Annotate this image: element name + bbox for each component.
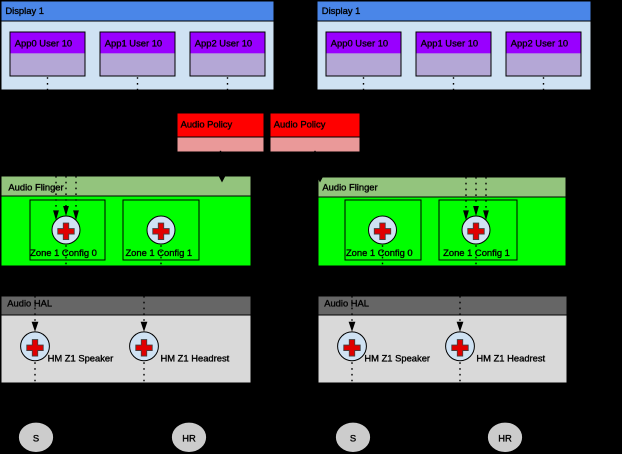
svg-text:App0 User 10: App0 User 10: [15, 37, 72, 48]
svg-text:HM Z1 Headrest: HM Z1 Headrest: [476, 353, 545, 364]
svg-text:HM Z1 Speaker: HM Z1 Speaker: [48, 353, 114, 364]
svg-text:HM Z1 Headrest: HM Z1 Headrest: [161, 353, 230, 364]
svg-text:Audio HAL: Audio HAL: [324, 298, 369, 309]
svg-text:App1 User 10: App1 User 10: [421, 37, 478, 48]
svg-text:Zone 1 Config 1: Zone 1 Config 1: [125, 247, 192, 258]
svg-text:Audio HAL: Audio HAL: [7, 298, 52, 309]
svg-text:Audio Flinger: Audio Flinger: [322, 182, 377, 193]
svg-text:App1 User 10: App1 User 10: [105, 37, 162, 48]
svg-text:Audio Flinger: Audio Flinger: [8, 182, 63, 193]
svg-text:Zone 1 Config 0: Zone 1 Config 0: [346, 247, 413, 258]
svg-text:HR: HR: [182, 432, 196, 443]
svg-text:Display 1: Display 1: [322, 5, 361, 16]
svg-text:S: S: [33, 432, 39, 443]
svg-text:Display 1: Display 1: [5, 5, 44, 16]
svg-text:HR: HR: [498, 432, 512, 443]
svg-text:HM Z1 Speaker: HM Z1 Speaker: [364, 353, 430, 364]
svg-text:Audio Policy: Audio Policy: [274, 119, 326, 130]
svg-text:S: S: [350, 432, 356, 443]
svg-text:Audio Policy: Audio Policy: [181, 119, 233, 130]
svg-text:App0 User 10: App0 User 10: [331, 37, 388, 48]
svg-text:App2 User 10: App2 User 10: [195, 37, 252, 48]
svg-text:Zone 1 Config 0: Zone 1 Config 0: [30, 247, 97, 258]
svg-text:App2 User 10: App2 User 10: [511, 37, 568, 48]
